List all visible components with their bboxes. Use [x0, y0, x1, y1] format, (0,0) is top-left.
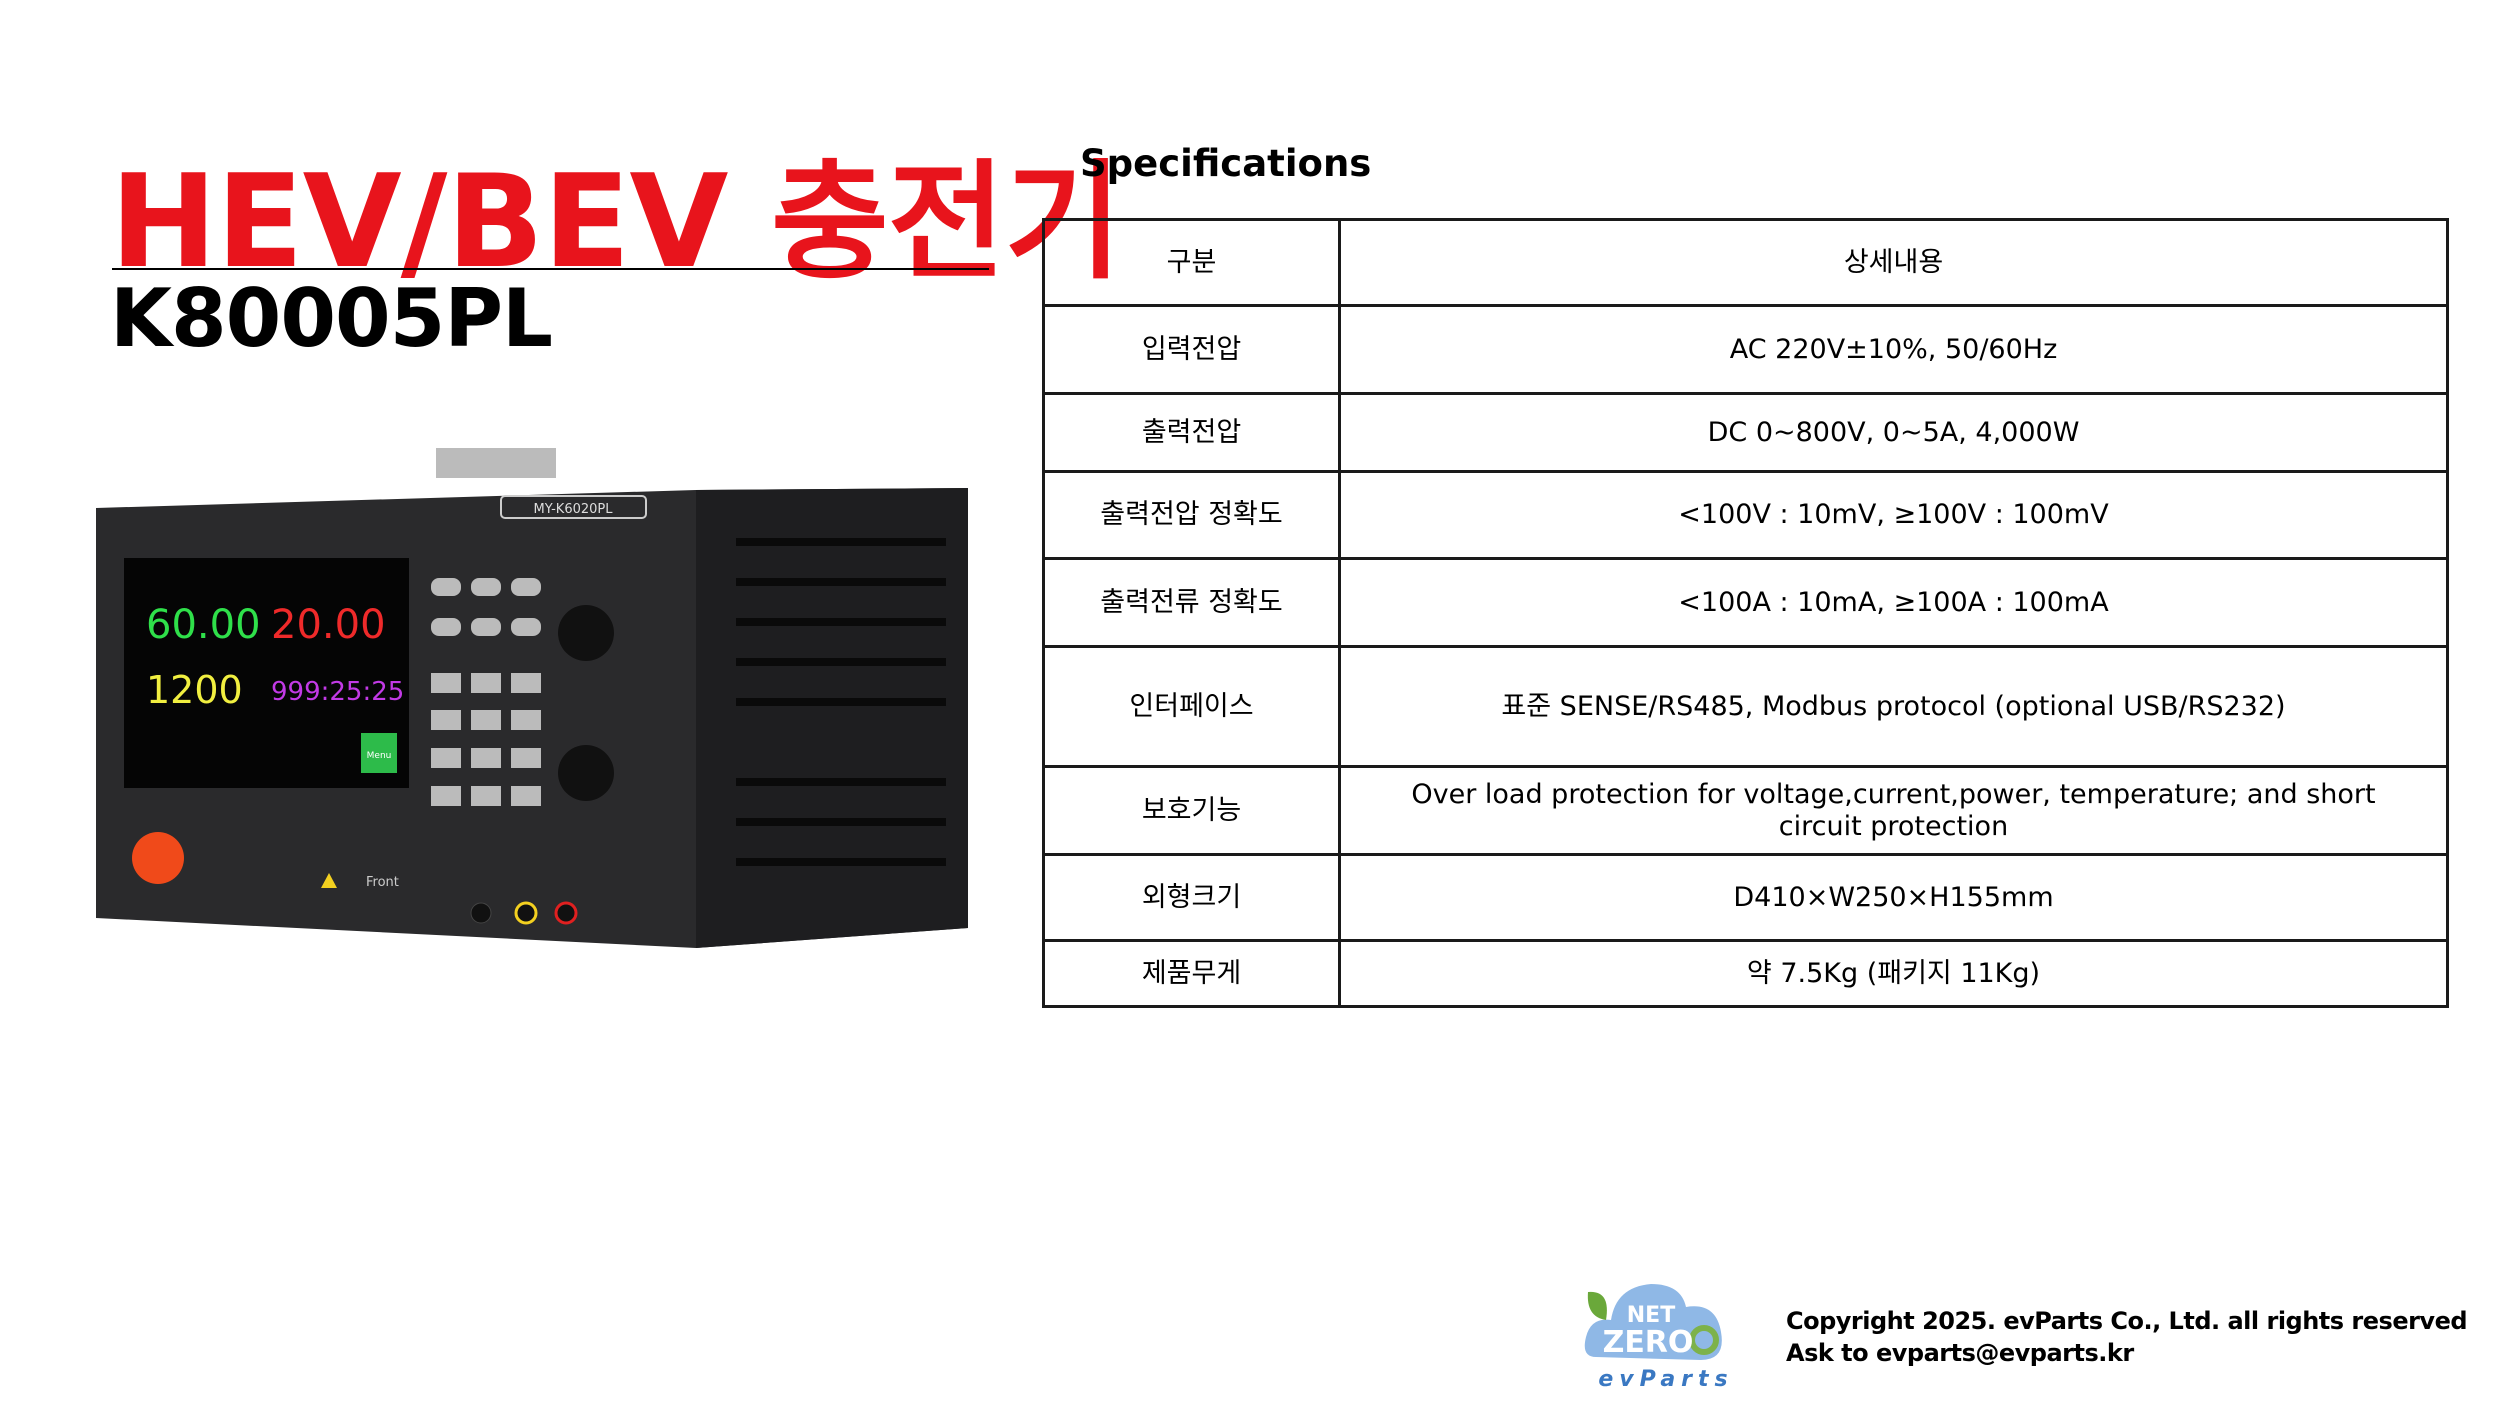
row-label: 출력전류 정확도: [1042, 557, 1341, 648]
row-value: 약 7.5Kg (패키지 11Kg): [1338, 939, 2449, 1008]
row-value: DC 0~800V, 0~5A, 4,000W: [1338, 392, 2449, 473]
row-value: Over load protection for voltage,current…: [1338, 765, 2449, 856]
footer: Copyright 2025. evParts Co., Ltd. all ri…: [1786, 1305, 2468, 1369]
table-row: 출력전류 정확도<100A : 10mA, ≥100A : 100mA: [1042, 557, 2449, 648]
row-value: D410×W250×H155mm: [1338, 853, 2449, 942]
specifications-heading: Specifications: [1080, 142, 1372, 185]
row-label: 제품무게: [1042, 939, 1341, 1008]
title-divider: [112, 268, 989, 270]
product-badge: MY-K6020PL: [534, 502, 614, 517]
evparts-logo: NET ZERO evParts: [1576, 1272, 1756, 1394]
column-header: 구분: [1042, 218, 1341, 307]
screen-time: 999:25:25: [271, 677, 404, 707]
row-value: <100A : 10mA, ≥100A : 100mA: [1338, 557, 2449, 648]
row-label: 출력전압: [1042, 392, 1341, 473]
row-label: 입력전압: [1042, 304, 1341, 395]
page-title: HEV/BEV 충전기: [110, 148, 1122, 297]
screen-menu: Menu: [367, 751, 392, 761]
model-number: K80005PL: [110, 272, 553, 365]
screen-voltage: 60.00: [146, 602, 261, 648]
logo-zero: ZERO: [1603, 1325, 1694, 1360]
column-header: 상세내용: [1338, 218, 2449, 307]
product-image: MY-K6020PL 60.00 20.00 1200 999:25:25 Me…: [96, 448, 968, 976]
logo-evparts: evParts: [1598, 1367, 1733, 1392]
logo-net: NET: [1627, 1303, 1675, 1328]
screen-current: 20.00: [271, 602, 386, 648]
table-row: 출력전압 정확도<100V : 10mV, ≥100V : 100mV: [1042, 470, 2449, 560]
row-label: 외형크기: [1042, 853, 1341, 942]
screen-power: 1200: [146, 668, 243, 712]
copyright-text: Copyright 2025. evParts Co., Ltd. all ri…: [1786, 1307, 2468, 1335]
row-label: 보호기능: [1042, 765, 1341, 856]
row-value: AC 220V±10%, 50/60Hz: [1338, 304, 2449, 395]
row-value: <100V : 10mV, ≥100V : 100mV: [1338, 470, 2449, 560]
front-label: Front: [366, 875, 399, 890]
row-label: 인터페이스: [1042, 645, 1341, 768]
contact-text: Ask to evparts@evparts.kr: [1786, 1339, 2134, 1367]
row-value: 표준 SENSE/RS485, Modbus protocol (optiona…: [1338, 645, 2449, 768]
row-label: 출력전압 정확도: [1042, 470, 1341, 560]
